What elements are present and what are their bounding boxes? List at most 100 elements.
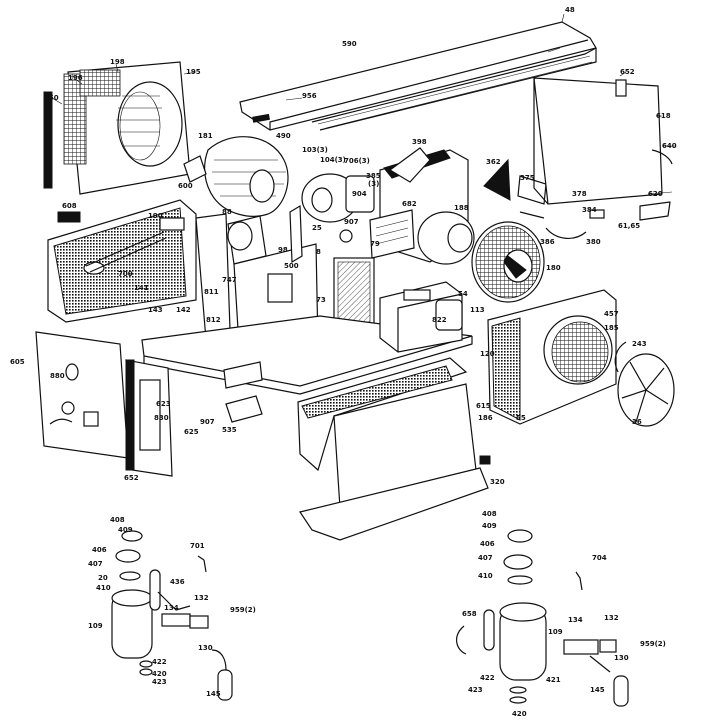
part-label-l490: 490 (276, 132, 291, 140)
part-label-l436: 436 (170, 578, 185, 586)
part-label-l48: 48 (565, 6, 575, 14)
part-label-l103: 103(3) (302, 146, 328, 154)
part-label-l706: 706(3) (344, 157, 370, 165)
part-label-l145b: 145 (590, 686, 605, 694)
part-label-l409a: 409 (118, 526, 133, 534)
part-label-l109a: 109 (88, 622, 103, 630)
part-label-l130a: 130 (198, 644, 213, 652)
part-label-l409b: 409 (482, 522, 497, 530)
part-label-l500: 500 (284, 262, 299, 270)
part-label-l181: 181 (198, 132, 213, 140)
part-label-l406a: 406 (92, 546, 107, 554)
part-label-l142: 142 (176, 306, 191, 314)
condenser-fan-blade (614, 341, 675, 427)
part-label-l907b: 907 (200, 418, 215, 426)
front-control-panel (35, 331, 129, 459)
part-label-l132a: 132 (194, 594, 209, 602)
part-label-l880: 880 (50, 372, 65, 380)
part-label-l421b: 421 (546, 676, 561, 684)
part-label-l423a: 423 (152, 678, 167, 686)
part-label-l188: 188 (454, 204, 469, 212)
part-label-l652b: 652 (124, 474, 139, 482)
part-label-l410a: 410 (96, 584, 111, 592)
part-label-l457: 457 (604, 310, 619, 318)
part-label-l423b: 423 (468, 686, 483, 694)
part-label-l682: 682 (402, 200, 417, 208)
part-label-l406b: 406 (480, 540, 495, 548)
part-label-l959a: 959(2) (230, 606, 256, 614)
part-label-l830: 830 (154, 414, 169, 422)
condenser-coil (487, 289, 617, 425)
part-label-l55: 55 (516, 414, 526, 422)
part-label-l904: 904 (352, 190, 367, 198)
side-panel-right (533, 77, 673, 221)
part-label-l398: 398 (412, 138, 427, 146)
part-label-l362: 362 (486, 158, 501, 166)
part-label-l658: 658 (462, 610, 477, 618)
part-label-l408b: 408 (482, 510, 497, 518)
part-label-l380: 380 (586, 238, 601, 246)
part-label-l25: 25 (312, 224, 322, 232)
blower-wheel-left (183, 136, 289, 217)
condenser-blower-wheel (471, 221, 545, 303)
part-label-l385b: (3) (368, 180, 379, 188)
evaporator-coil (47, 199, 197, 323)
part-label-l134a: 134 (164, 604, 179, 612)
part-label-l408a: 408 (110, 516, 125, 524)
bracket-535 (225, 395, 263, 423)
part-label-l605: 605 (10, 358, 25, 366)
front-grille (297, 357, 491, 541)
part-label-l811: 811 (204, 288, 219, 296)
part-label-l623: 623 (156, 400, 171, 408)
part-label-l420a: 420 (152, 670, 167, 678)
part-label-l195: 195 (186, 68, 201, 76)
part-label-l73: 73 (316, 296, 326, 304)
part-label-l907: 907 (344, 218, 359, 226)
part-label-l196: 196 (68, 74, 83, 82)
part-label-l132b: 132 (604, 614, 619, 622)
part-label-l407b: 407 (478, 554, 493, 562)
part-label-l250: 250 (44, 94, 59, 102)
part-label-l608: 608 (62, 202, 77, 210)
compressor-left (111, 530, 233, 701)
part-label-l822: 822 (432, 316, 447, 324)
part-label-l180: 180 (546, 264, 561, 272)
part-label-l747: 747 (222, 276, 237, 284)
part-label-l701: 701 (190, 542, 205, 550)
part-label-l640: 640 (662, 142, 677, 150)
part-label-l535: 535 (222, 426, 237, 434)
part-label-l113: 113 (470, 306, 485, 314)
part-label-l54: 54 (458, 290, 468, 298)
part-label-l700: 700 (118, 270, 133, 278)
electrical-box (379, 281, 463, 353)
part-label-l375: 375 (520, 174, 535, 182)
part-label-l145a: 145 (206, 690, 221, 698)
part-label-l98: 98 (278, 246, 288, 254)
control-assembly (333, 209, 415, 329)
part-label-l422a: 422 (152, 658, 167, 666)
part-label-l134b: 134 (568, 616, 583, 624)
part-label-l652a: 652 (620, 68, 635, 76)
part-label-l320: 320 (490, 478, 505, 486)
fan-motor (301, 173, 375, 223)
part-label-l625: 625 (184, 428, 199, 436)
part-label-l104: 104(3) (320, 156, 346, 164)
part-label-l141: 141 (134, 284, 149, 292)
part-label-l704: 704 (592, 554, 607, 562)
part-label-l590: 590 (342, 40, 357, 48)
leader-lines (51, 13, 676, 195)
part-label-l143: 143 (148, 306, 163, 314)
part-label-l959b: 959(2) (640, 640, 666, 648)
part-label-l422b: 422 (480, 674, 495, 682)
part-label-l420b: 420 (512, 710, 527, 718)
compressor-right (456, 529, 629, 707)
part-label-l109b: 109 (548, 628, 563, 636)
front-grille-panel (43, 61, 191, 195)
part-label-l8: 8 (316, 248, 321, 256)
part-label-l6165: 61,65 (618, 222, 640, 230)
part-label-l407a: 407 (88, 560, 103, 568)
part-label-l618: 618 (656, 112, 671, 120)
part-label-l190: 190 (148, 212, 163, 220)
